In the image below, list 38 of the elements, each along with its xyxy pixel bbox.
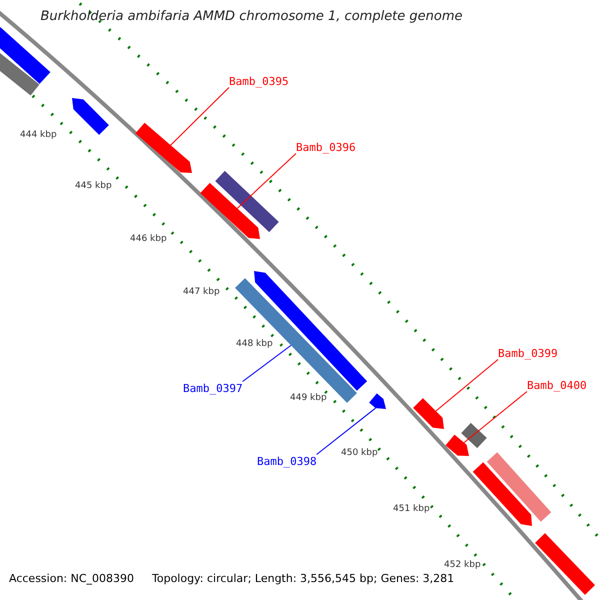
gene-bar	[215, 170, 279, 232]
tick-label: 451 kbp	[393, 504, 430, 514]
leader-line	[170, 87, 230, 146]
leader-line	[435, 359, 498, 412]
gene-bar	[413, 398, 444, 429]
tick-label: 444 kbp	[20, 130, 57, 140]
tick-label: 445 kbp	[75, 181, 112, 191]
accession-text: Accession: NC_008390	[9, 572, 134, 584]
map-title: Burkholderia ambifaria AMMD chromosome 1, complete genome	[40, 8, 463, 24]
tick-label: 448 kbp	[236, 339, 273, 349]
gene-bar	[446, 434, 469, 456]
gene-bar	[369, 393, 386, 409]
leader-line	[236, 153, 296, 209]
gene-bar	[0, 52, 40, 96]
gene-label: Bamb_0399	[498, 346, 558, 360]
tick-label: 447 kbp	[183, 287, 220, 297]
gene-bar	[254, 271, 368, 391]
tick-label: 452 kbp	[444, 560, 481, 570]
summary-text: Topology: circular; Length: 3,556,545 bp; Genes: 3,281	[152, 572, 454, 584]
gene-bar	[0, 27, 50, 84]
gene-bar	[72, 98, 109, 135]
leader-line	[464, 391, 528, 444]
gene-bar	[535, 533, 595, 595]
gene-label: Bamb_0400	[527, 378, 587, 392]
gene-bar	[472, 462, 532, 526]
tick-label: 450 kbp	[341, 448, 378, 458]
leader-line	[242, 344, 292, 382]
leader-line	[316, 408, 376, 455]
tick-label: 446 kbp	[130, 234, 167, 244]
gene-label: Bamb_0397	[183, 382, 243, 394]
gene-label: Bamb_0398	[257, 454, 317, 468]
gene-label: Bamb_0395	[229, 74, 289, 88]
gene-bar	[135, 122, 192, 173]
gene-label: Bamb_0396	[296, 140, 356, 154]
gene-bar	[200, 182, 260, 239]
tick-label: 449 kbp	[290, 393, 327, 403]
gene-bar	[461, 422, 487, 448]
gene-bar	[486, 452, 552, 522]
